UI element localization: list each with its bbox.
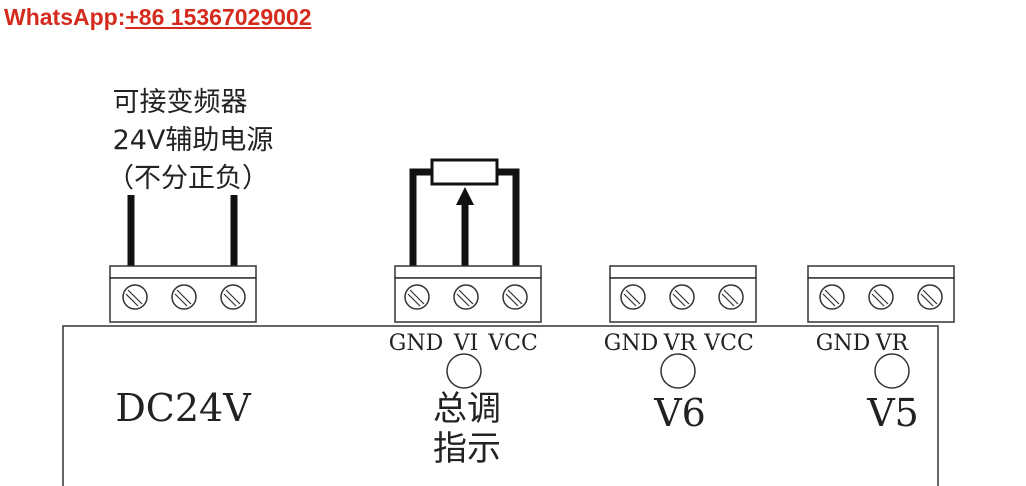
pin-label-v5-gnd: GND xyxy=(816,331,870,356)
terminal-block-power xyxy=(109,265,257,323)
v6-label: V6 xyxy=(653,391,706,435)
screw-terminal-icon xyxy=(404,284,430,310)
pin-label-v6-gnd: GND xyxy=(604,331,658,356)
screw-terminal-icon xyxy=(453,284,479,310)
screw-terminal-icon xyxy=(220,284,246,310)
vi-indicator-label-2: 指示 xyxy=(433,429,501,469)
indicator-led-icon xyxy=(446,353,482,389)
whatsapp-phone-link[interactable]: +86 15367029002 xyxy=(125,4,312,30)
pin-label-v6-vr: VR xyxy=(663,331,698,356)
terminal-block-v5 xyxy=(807,265,955,323)
v5-label: V5 xyxy=(866,391,919,435)
screw-terminal-icon xyxy=(502,284,528,310)
indicator-led-icon xyxy=(660,353,696,389)
pin-label-vi-vi: VI xyxy=(453,331,479,356)
controller-board xyxy=(62,325,939,486)
terminal-block-vi xyxy=(394,265,542,323)
whatsapp-contact: WhatsApp:+86 15367029002 xyxy=(4,4,312,31)
pin-label-v5-vr: VR xyxy=(875,331,910,356)
aux-power-line-2: 24V辅助电源 xyxy=(113,125,274,156)
aux-power-line-1: 可接变频器 xyxy=(113,87,248,118)
aux-power-line-3: （不分正负） xyxy=(107,163,269,194)
screw-terminal-icon xyxy=(868,284,894,310)
pin-label-vi-vcc: VCC xyxy=(487,331,538,356)
board-power-label: DC24V xyxy=(115,386,251,430)
screw-terminal-icon xyxy=(718,284,744,310)
screw-terminal-icon xyxy=(917,284,943,310)
indicator-led-icon xyxy=(874,353,910,389)
screw-terminal-icon xyxy=(620,284,646,310)
screw-terminal-icon xyxy=(819,284,845,310)
vi-indicator-label-1: 总调 xyxy=(433,389,501,429)
terminal-block-v6 xyxy=(609,265,757,323)
potentiometer-icon xyxy=(409,158,520,268)
screw-terminal-icon xyxy=(122,284,148,310)
screw-terminal-icon xyxy=(669,284,695,310)
pin-label-v6-vcc: VCC xyxy=(703,331,754,356)
whatsapp-label: WhatsApp: xyxy=(4,4,126,30)
pin-label-vi-gnd: GND xyxy=(389,331,443,356)
screw-terminal-icon xyxy=(171,284,197,310)
